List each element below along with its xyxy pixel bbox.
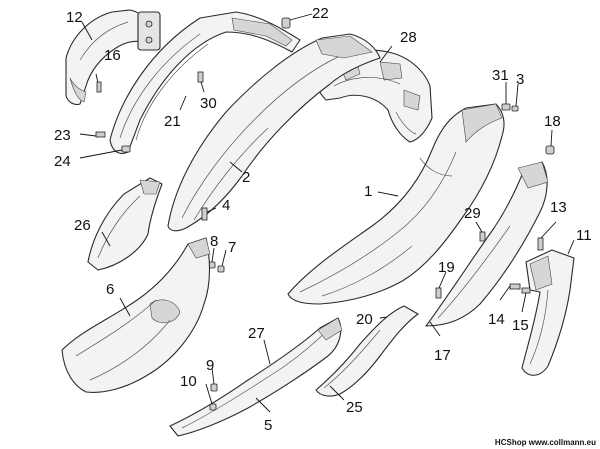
callout-5: 5 (264, 417, 272, 434)
callout-2: 2 (242, 169, 250, 186)
part-17-lower-strip (425, 161, 549, 327)
callout-28: 28 (400, 29, 417, 46)
callout-21: 21 (164, 113, 181, 130)
callout-24: 24 (54, 153, 71, 170)
part-13-screw (537, 221, 557, 251)
part-6-lower-side-panel (61, 237, 211, 393)
callout-29: 29 (464, 205, 481, 222)
part-31-3-screws (501, 82, 519, 112)
callout-3: 3 (516, 71, 524, 88)
footer-credit: HCShop www.collmann.eu (495, 438, 596, 447)
callout-10: 10 (180, 373, 197, 390)
callout-27: 27 (248, 325, 265, 342)
callout-19: 19 (438, 259, 455, 276)
callout-7: 7 (228, 239, 236, 256)
callout-11: 11 (576, 227, 592, 244)
callout-23: 23 (54, 127, 71, 144)
part-22-clip (281, 13, 313, 29)
part-8-7-screws (208, 247, 227, 273)
callout-8: 8 (210, 233, 218, 250)
part-14-15-screws (499, 283, 531, 313)
callout-16: 16 (104, 47, 121, 64)
part-4-screw (201, 207, 217, 221)
part-18-screw (545, 129, 555, 155)
callout-1: 1 (364, 183, 372, 200)
callout-12: 12 (66, 9, 83, 26)
part-16-screw (95, 73, 102, 93)
part-26-lower-trim (87, 177, 163, 271)
part-1-rear-side-panel (287, 103, 505, 305)
part-23-24-screws (79, 131, 131, 159)
part-29-screw (475, 221, 486, 242)
callout-31: 31 (492, 67, 509, 84)
part-11-grab-bar (521, 249, 575, 376)
leader-lines (81, 21, 575, 413)
callout-20: 20 (356, 311, 373, 328)
footer-url: www.collmann.eu (528, 438, 596, 447)
part-12-handle-trim (65, 9, 161, 106)
callout-25: 25 (346, 399, 363, 416)
callout-labels: 12 16 22 28 31 3 30 21 23 24 18 2 1 4 26… (54, 5, 592, 434)
part-30-screw (197, 71, 205, 93)
footer-brand: HCShop (494, 438, 527, 447)
part-2-mid-panel (167, 33, 381, 232)
callout-26: 26 (74, 217, 91, 234)
part-21-side-strip (109, 11, 301, 155)
part-19-screw (435, 271, 447, 299)
callout-13: 13 (550, 199, 567, 216)
callout-30: 30 (200, 95, 217, 112)
callout-18: 18 (544, 113, 561, 130)
callout-22: 22 (312, 5, 329, 22)
callout-4: 4 (222, 197, 230, 214)
callout-15: 15 (512, 317, 529, 334)
callout-6: 6 (106, 281, 114, 298)
callout-17: 17 (434, 347, 451, 364)
part-9-10-screws (205, 367, 218, 411)
callout-9: 9 (206, 357, 214, 374)
callout-14: 14 (488, 311, 505, 328)
